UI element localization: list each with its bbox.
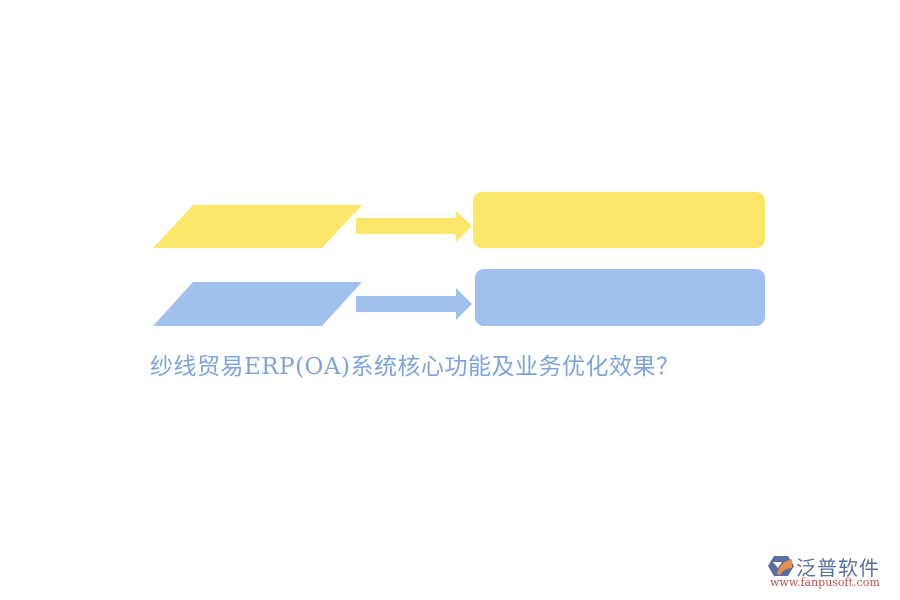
yellow-arrow xyxy=(356,211,472,242)
blue-rounded-box xyxy=(475,269,765,326)
blue-arrow xyxy=(356,288,472,320)
brand-logo: 泛普软件 www.fanpusoft.com xyxy=(768,552,893,592)
logo-name: 泛普软件 xyxy=(796,556,880,580)
yellow-rounded-box xyxy=(473,192,765,248)
logo-url: www.fanpusoft.com xyxy=(770,576,880,589)
diagram-title: 纱线贸易ERP(OA)系统核心功能及业务优化效果？ xyxy=(150,354,680,380)
yellow-parallelogram xyxy=(153,205,362,248)
fanpu-logo-icon xyxy=(768,556,794,576)
blue-parallelogram xyxy=(153,282,362,326)
